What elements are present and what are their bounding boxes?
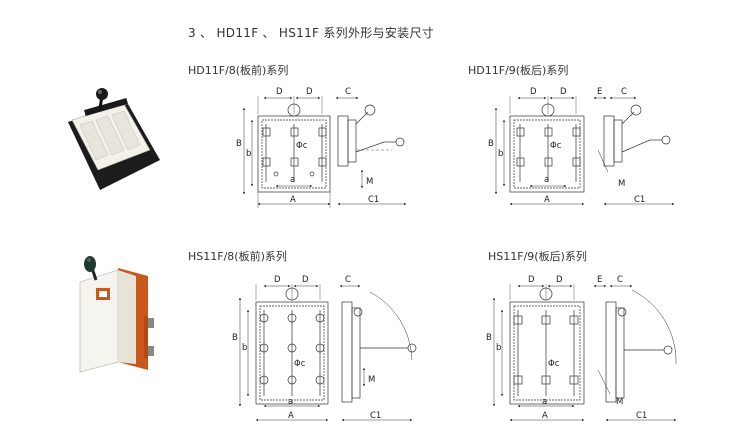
drawing-hs11f-9 (492, 284, 677, 422)
dim-label: C (345, 87, 351, 97)
dim-label: D (560, 87, 567, 97)
dim-label: a (544, 175, 549, 185)
drawing-hd11f-9-labels: D D E C B b Φc a A M C1 (488, 87, 645, 205)
caption-hs11f-8: HS11F/8(板前)系列 (188, 250, 287, 263)
caption-hd11f-8: HD11F/8(板前)系列 (188, 64, 289, 77)
dim-label: D (274, 275, 281, 285)
dim-label: C1 (368, 195, 379, 205)
hd11f-photo (68, 88, 160, 190)
drawing-hd11f-8-labels: D D C B b Φc a A M C1 (236, 87, 379, 205)
dim-label: M (618, 179, 625, 189)
dim-label: E (597, 87, 602, 97)
dim-label: b (246, 149, 251, 159)
dim-label: B (232, 333, 238, 343)
dim-label: A (288, 411, 294, 421)
drawing-hd11f-9 (494, 96, 675, 206)
drawing-hd11f-8 (242, 96, 407, 208)
dim-label: C1 (370, 411, 381, 421)
dim-label: D (530, 87, 537, 97)
dim-label: D (302, 275, 309, 285)
dim-label: Φc (296, 141, 308, 151)
dim-label: D (276, 87, 283, 97)
dim-label: B (488, 139, 494, 149)
dim-label: A (290, 195, 296, 205)
dim-label: C1 (634, 195, 645, 205)
dim-label: Φc (550, 141, 562, 151)
caption-hd11f-9: HD11F/9(板后)系列 (468, 64, 569, 77)
dim-label: M (616, 397, 623, 407)
dim-label: b (498, 149, 503, 159)
dim-label: a (290, 175, 295, 185)
dim-label: b (242, 343, 247, 353)
dim-label: b (496, 343, 501, 353)
dim-label: C (617, 275, 623, 285)
dim-label: C1 (636, 411, 647, 421)
dim-label: C (621, 87, 627, 97)
dim-label: E (597, 275, 602, 285)
dim-label: B (486, 333, 492, 343)
hs11f-photo (79, 256, 154, 373)
dim-label: a (288, 397, 293, 407)
dim-label: A (542, 411, 548, 421)
dim-label: Φc (294, 359, 306, 369)
dim-label: D (556, 275, 563, 285)
dim-label: M (366, 177, 373, 187)
dim-label: D (306, 87, 313, 97)
dim-label: A (544, 195, 550, 205)
drawing-hs11f-9-labels: D D E C B b Φc a A M C1 (486, 275, 647, 421)
dim-label: M (368, 375, 375, 385)
caption-hs11f-9: HS11F/9(板后)系列 (488, 250, 587, 263)
drawing-hs11f-8-labels: D D C B b Φc a A M C1 (232, 275, 381, 421)
dim-label: D (528, 275, 535, 285)
dim-label: Φc (548, 359, 560, 369)
dim-label: a (542, 397, 547, 407)
section-heading: 3 、 HD11F 、 HS11F 系列外形与安装尺寸 (188, 26, 435, 40)
drawing-hs11f-8 (238, 284, 417, 422)
dim-label: B (236, 139, 242, 149)
dim-label: C (345, 275, 351, 285)
